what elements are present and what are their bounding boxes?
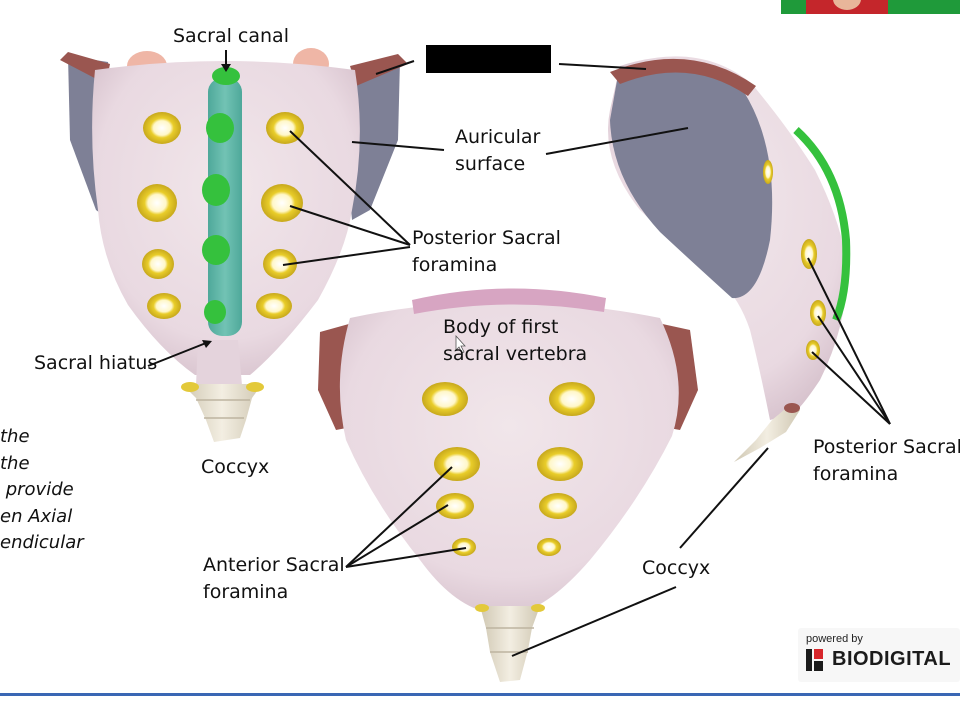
coccyx-anterior	[480, 606, 540, 682]
auricular-wing-right-rim	[350, 54, 408, 86]
coccyx-left-cornua-b	[246, 382, 264, 392]
presenter-face	[833, 0, 861, 10]
coccyx-lateral	[734, 405, 800, 462]
anterior-foramen-l3	[436, 493, 474, 519]
spinous-tubercle-1	[212, 67, 240, 85]
leader-sacral-hiatus-arrowhead	[202, 340, 212, 348]
biodigital-name: BIODIGITAL	[832, 648, 952, 670]
auricular-wing-right	[346, 60, 400, 220]
anterior-foramen-l2	[434, 447, 480, 481]
biodigital-logo-icon	[806, 649, 826, 671]
coccyx-left-segment-line	[196, 399, 250, 419]
webcam-overlay	[781, 0, 960, 14]
label-anterior-sacral-foramina: Anterior Sacral foramina	[203, 554, 345, 603]
auricular-surface-lateral	[610, 66, 773, 299]
label-auricular-surface: Auricular surface	[455, 126, 541, 175]
coccyx-anterior-cornua-b	[531, 604, 545, 612]
leader-sacral-canal-arrowhead	[221, 64, 231, 72]
leader-auricular-right	[545, 127, 689, 155]
anterior-sacrum-body	[339, 302, 679, 612]
side-note-text: the the provide en Axial endicular	[0, 426, 84, 553]
label-body-first-sacral-vertebra: Body of first sacral vertebra	[443, 316, 588, 365]
auricular-margin-lateral	[610, 58, 756, 96]
lateral-foramen-3	[810, 300, 826, 326]
anterior-foramen-r2	[537, 447, 583, 481]
leader-anterior-foramina-a	[345, 504, 449, 568]
anterior-foramen-l4	[452, 538, 476, 556]
label-posterior-sacral-foramina-right: Posterior Sacral foramina	[813, 436, 960, 485]
label-coccyx-right: Coccyx	[642, 557, 711, 579]
body-first-sacral-vertebra-top	[412, 288, 606, 314]
bottom-accent-bar	[0, 693, 960, 696]
posterior-view-sacrum	[60, 48, 408, 442]
leader-posterior-foramina-right-a	[807, 257, 891, 425]
posterior-foramen-l4	[147, 293, 181, 319]
leader-posterior-foramina-right-c	[811, 351, 891, 425]
leader-anterior-foramina-c	[345, 547, 467, 568]
posterior-foramen-r2	[261, 184, 303, 222]
label-coccyx-left: Coccyx	[201, 456, 270, 478]
anterior-foramen-l1	[422, 382, 468, 416]
posterior-foramen-l3	[142, 249, 174, 279]
redacted-label-box	[426, 45, 551, 73]
powered-by-text: powered by	[806, 633, 863, 645]
label-sacral-hiatus: Sacral hiatus	[34, 352, 158, 374]
leader-anterior-foramina-b	[345, 466, 453, 568]
anterior-view-sacrum	[318, 288, 698, 682]
leader-coccyx-right-a	[679, 447, 769, 549]
spinous-tubercle-2	[206, 113, 234, 143]
anterior-foramen-r3	[539, 493, 577, 519]
label-posterior-sacral-foramina-left: Posterior Sacral foramina	[412, 227, 561, 276]
coccyx-left-view	[182, 384, 262, 442]
spinous-tubercle-5	[204, 300, 226, 324]
posterior-foramen-r3	[263, 249, 297, 279]
leader-posterior-foramina-a	[289, 130, 411, 246]
coccyx-anterior-cornua-a	[475, 604, 489, 612]
leader-posterior-foramina-b	[289, 205, 411, 246]
lateral-foramen-2	[801, 239, 817, 269]
sacral-hiatus-shape	[196, 340, 242, 385]
posterior-foramen-r4	[256, 293, 292, 319]
lateral-view-sacrum	[608, 56, 851, 462]
leader-auricular-left	[351, 141, 445, 151]
label-sacral-canal: Sacral canal	[173, 25, 289, 47]
spinous-tubercle-3	[202, 174, 230, 206]
anterior-foramen-r4	[537, 538, 561, 556]
lateral-foramen-1	[763, 160, 773, 184]
mouse-cursor-icon	[455, 334, 466, 354]
posterior-foramen-l2	[137, 184, 177, 222]
coccyx-lateral-joint	[784, 403, 800, 413]
leader-sacral-hiatus	[147, 342, 207, 367]
spinous-tubercle-4	[202, 235, 230, 265]
anterior-foramen-r1	[549, 382, 595, 416]
coccyx-left-cornua-a	[181, 382, 199, 392]
leader-posterior-foramina-c	[282, 246, 411, 266]
leader-posterior-foramina-right-b	[817, 315, 891, 425]
biodigital-branding: powered by BIODIGITAL	[798, 628, 960, 682]
leader-redacted-left	[375, 60, 415, 75]
leader-lines	[147, 50, 891, 657]
lateral-crest-green	[793, 127, 851, 322]
leader-redacted-right	[558, 63, 647, 70]
posterior-foramen-l1	[143, 112, 181, 144]
leader-coccyx-right-b	[511, 586, 677, 657]
